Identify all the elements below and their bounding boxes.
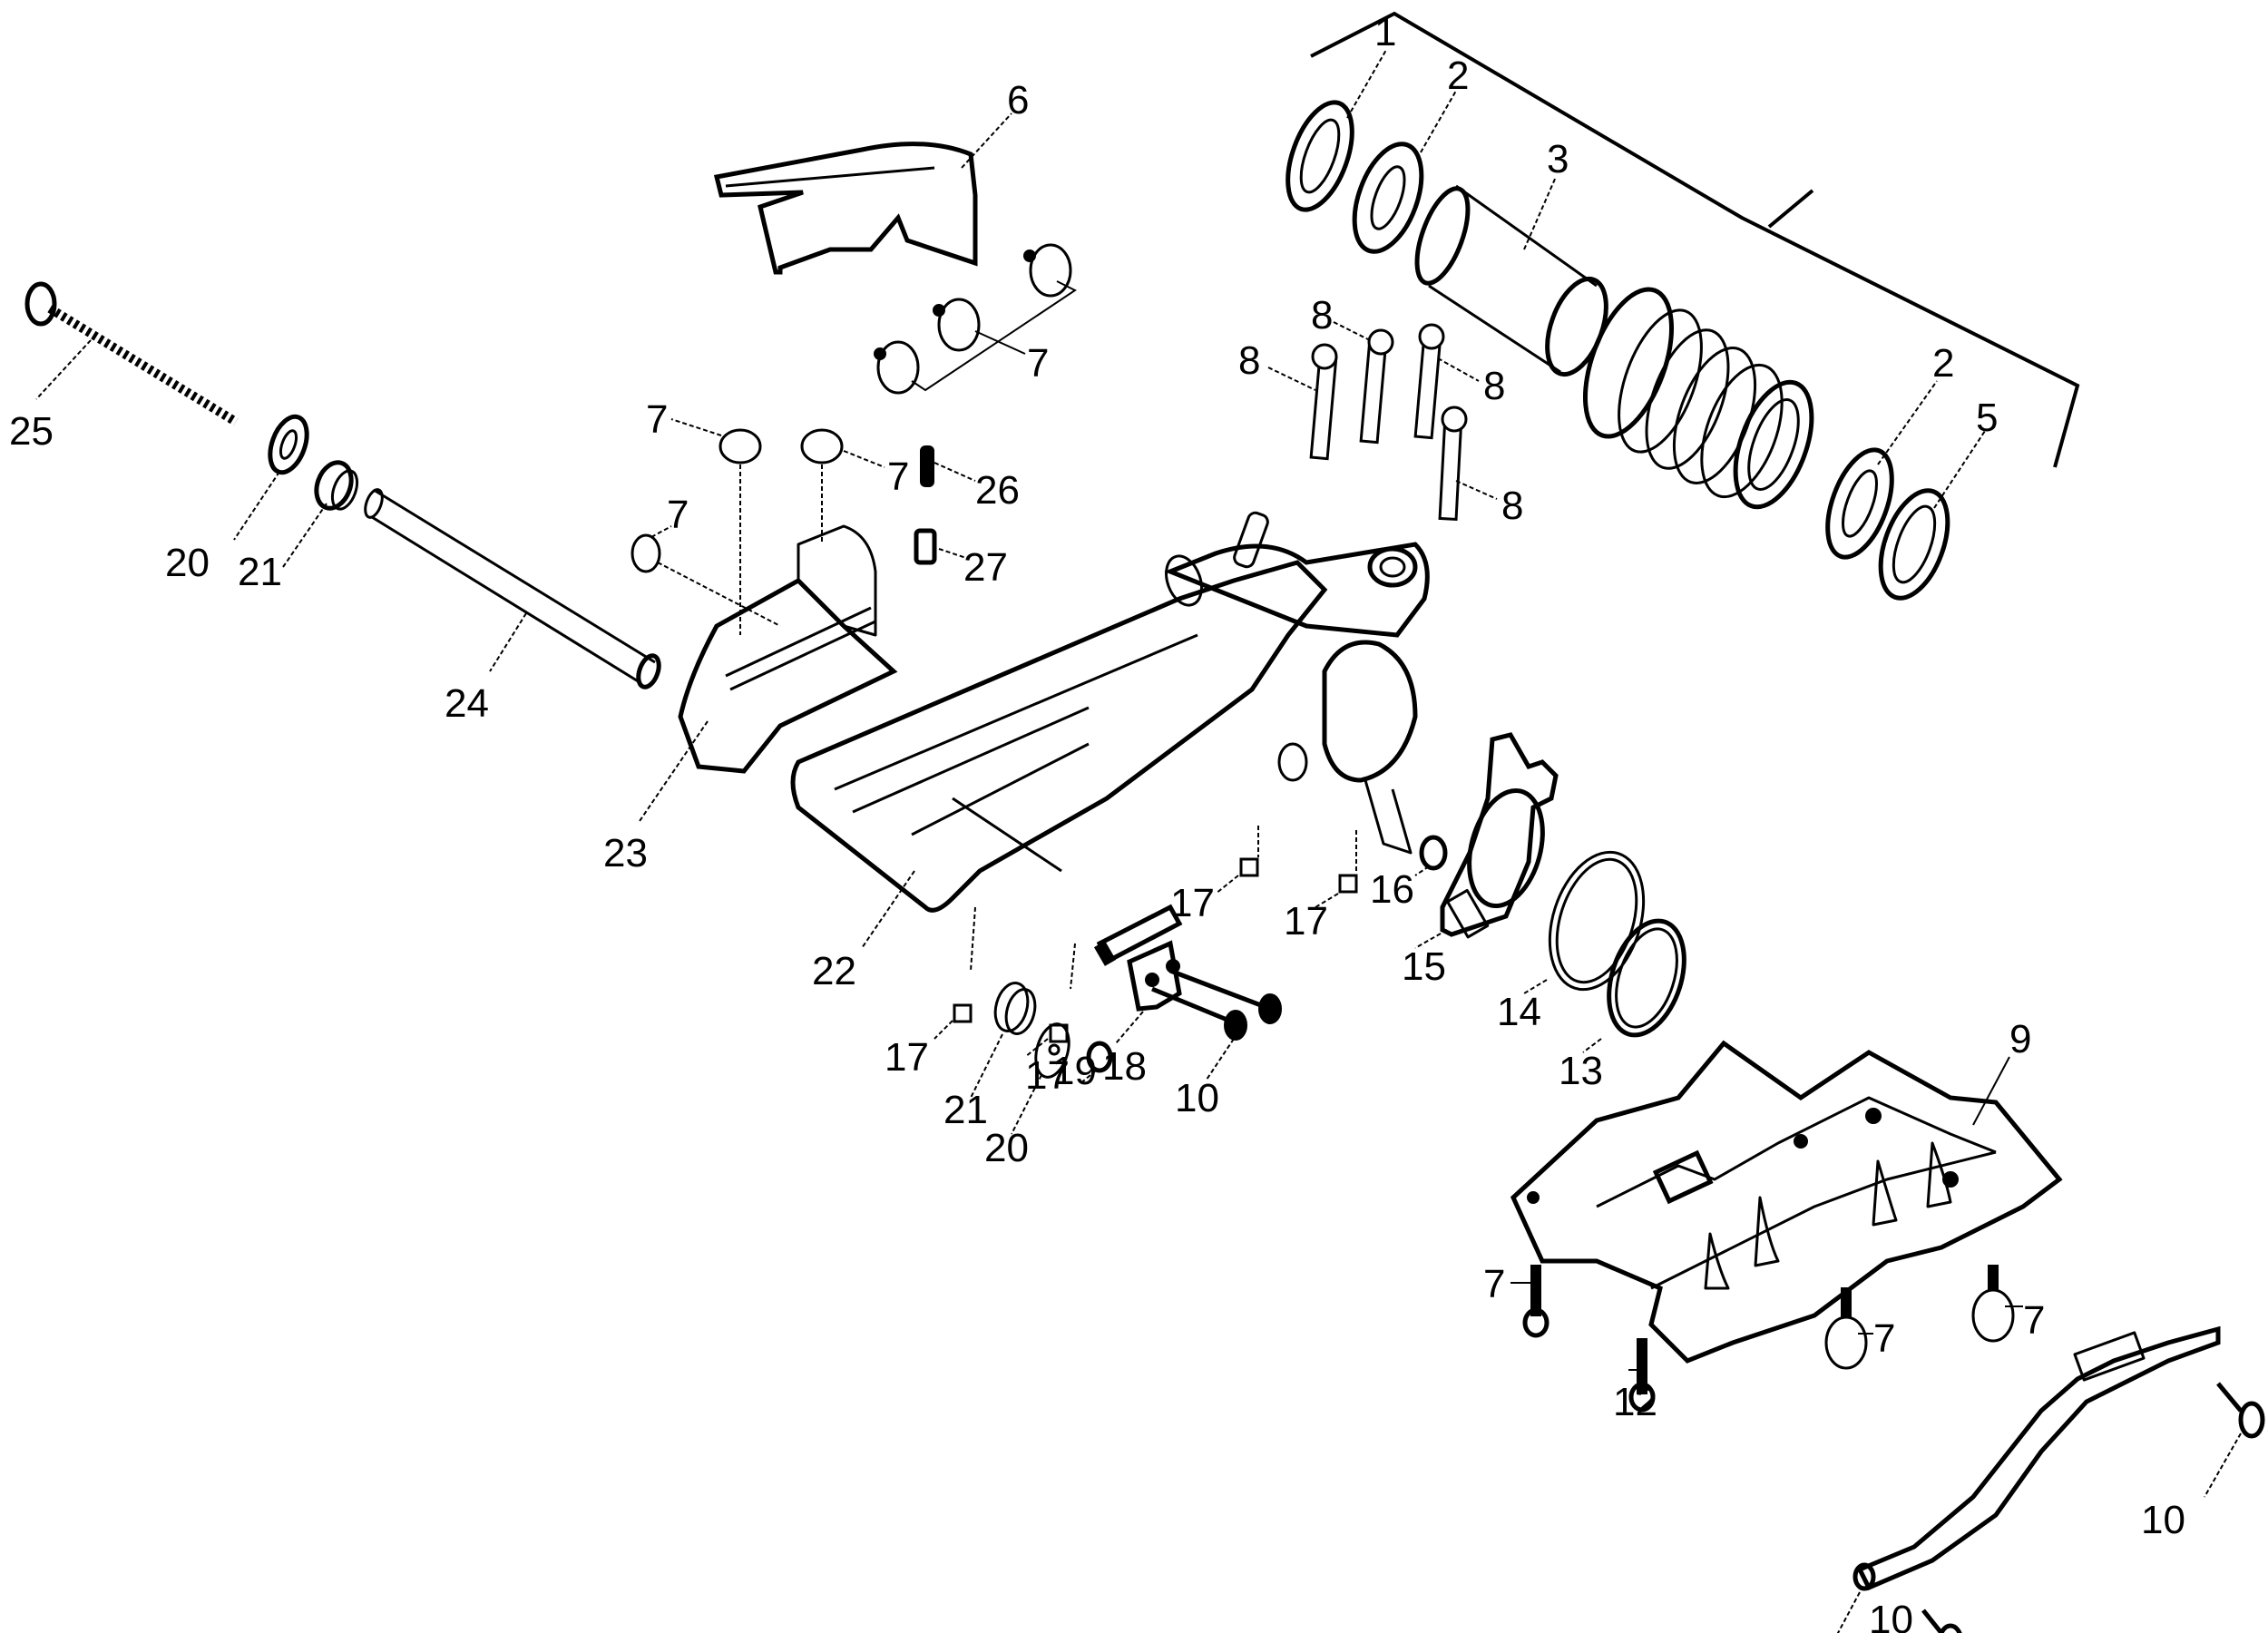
washer-20-left[interactable]: [233, 412, 314, 541]
nut-19[interactable]: [1079, 1041, 1113, 1085]
bushing-21-left[interactable]: [282, 457, 362, 568]
circlip-13[interactable]: [1582, 911, 1697, 1053]
callout-15: 15: [1402, 944, 1446, 989]
callout-7c: 7: [887, 455, 909, 499]
callout-7f: 7: [1873, 1316, 1895, 1361]
callout-10a: 10: [1175, 1076, 1219, 1120]
callout-2a: 2: [1447, 54, 1469, 98]
bolt-10-slider[interactable]: [1151, 968, 1282, 1081]
grease-nipple-26[interactable]: [920, 445, 976, 487]
callout-20b: 20: [984, 1126, 1029, 1170]
chain-slider-18[interactable]: [1093, 904, 1183, 1044]
callout-26: 26: [975, 468, 1020, 513]
callout-16: 16: [1370, 867, 1414, 912]
bearing-seal-1[interactable]: [1276, 49, 1387, 219]
callout-12: 12: [1613, 1380, 1657, 1424]
cap-27[interactable]: [914, 528, 967, 565]
nut-17-group[interactable]: [934, 826, 1358, 1058]
bolt-10-bracket-group[interactable]: [1910, 1382, 2265, 1633]
callout-23: 23: [603, 831, 648, 875]
callout-8c: 8: [1483, 364, 1505, 408]
bracket-11[interactable]: [1823, 1325, 2221, 1633]
bearing-2a[interactable]: [1342, 90, 1457, 260]
skid-plate-9[interactable]: [1510, 1040, 2063, 1364]
assembly-bracket: [1310, 11, 2080, 468]
bolt-8-group[interactable]: [1267, 321, 1498, 521]
callout-7g: 7: [2023, 1298, 2045, 1343]
bolt-7-guard-group[interactable]: [874, 243, 1077, 395]
callout-7d: 7: [667, 493, 689, 537]
bolt-12[interactable]: [1628, 1338, 1656, 1413]
nut-16[interactable]: [1414, 835, 1448, 876]
callout-21a: 21: [238, 550, 282, 594]
callout-2b: 2: [1932, 341, 1954, 386]
callout-14: 14: [1497, 990, 1541, 1034]
callout-13: 13: [1559, 1049, 1603, 1093]
washer-20-right[interactable]: [1011, 1021, 1074, 1135]
bolt-7-skid-group[interactable]: [1510, 1265, 2023, 1370]
brake-plate-15[interactable]: [1414, 732, 1559, 949]
callout-7e: 7: [1483, 1262, 1505, 1306]
callout-5: 5: [1976, 396, 1998, 440]
callout-27: 27: [963, 545, 1008, 590]
callout-21b: 21: [943, 1088, 988, 1132]
seal-5[interactable]: [1868, 430, 1986, 607]
callout-6: 6: [1007, 78, 1029, 122]
callout-7b: 7: [646, 397, 668, 442]
callout-8a: 8: [1238, 338, 1260, 383]
callout-17b: 17: [1025, 1053, 1070, 1098]
swingarm-22[interactable]: [790, 511, 1430, 990]
callout-24: 24: [445, 681, 489, 726]
pivot-bolt-25[interactable]: [24, 281, 239, 426]
o-ring-14[interactable]: [1523, 840, 1660, 1002]
chain-guard-6[interactable]: [713, 112, 1012, 275]
bearing-2b[interactable]: [1815, 380, 1938, 566]
callout-20a: 20: [165, 541, 210, 585]
pivot-sleeve-24[interactable]: [362, 487, 663, 689]
callout-8d: 8: [1501, 484, 1523, 528]
callout-10c: 10: [1869, 1598, 1913, 1633]
callout-8b: 8: [1311, 293, 1333, 337]
callout-1: 1: [1374, 10, 1396, 54]
callout-22: 22: [812, 949, 856, 993]
bushing-21-right[interactable]: [970, 980, 1040, 1099]
callout-17d: 17: [1284, 899, 1328, 944]
callout-19: 19: [1052, 1049, 1097, 1093]
bolt-7-guide-group[interactable]: [631, 418, 885, 635]
chain-guide-23[interactable]: [639, 524, 898, 822]
callout-3: 3: [1547, 137, 1569, 181]
callout-7a: 7: [1027, 341, 1049, 386]
callout-17a: 17: [885, 1035, 929, 1080]
callout-9: 9: [2009, 1017, 2031, 1061]
callout-10b: 10: [2141, 1498, 2185, 1542]
callout-25: 25: [9, 409, 54, 454]
ribbed-sleeve[interactable]: [1568, 278, 1826, 517]
